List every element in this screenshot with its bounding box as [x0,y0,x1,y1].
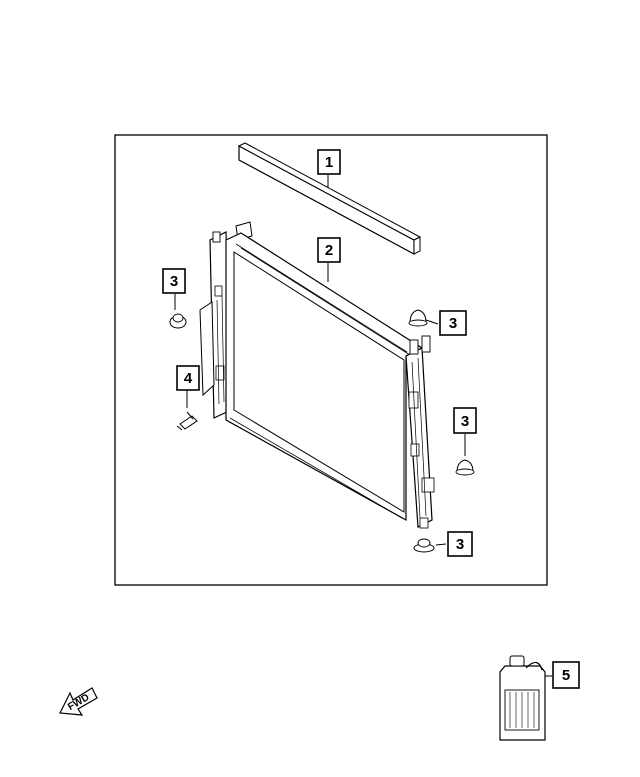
fwd-arrow-icon: FWD [59,687,98,716]
coolant-jug[interactable] [499,655,546,741]
callout-3-lower-right-label: 3 [456,536,464,553]
leader-lines [174,175,552,677]
callout-3-upper-right[interactable]: 3 [439,310,467,336]
diagram-frame [114,134,548,586]
callout-5[interactable]: 5 [552,661,580,689]
callout-2-label: 2 [325,242,333,259]
isolator-left[interactable] [169,313,187,329]
callout-1[interactable]: 1 [317,149,341,175]
callout-3-left[interactable]: 3 [162,268,186,294]
callout-1-label: 1 [325,154,333,171]
callout-3-left-label: 3 [170,273,178,290]
isolator-lower-right[interactable] [413,538,435,553]
callout-3-mid-right-label: 3 [461,413,469,430]
radiator[interactable] [199,221,435,529]
callout-3-upper-right-label: 3 [449,315,457,332]
callout-4-label: 4 [184,370,193,387]
callout-3-lower-right[interactable]: 3 [447,531,473,557]
isolator-mid-right[interactable] [455,459,475,476]
callout-3-mid-right[interactable]: 3 [453,407,477,434]
callout-5-label: 5 [562,667,570,684]
callout-2[interactable]: 2 [317,237,341,263]
callout-4[interactable]: 4 [176,365,200,391]
radiator-seal[interactable] [237,142,422,256]
drain-cock[interactable] [176,411,198,431]
isolator-upper-right[interactable] [408,309,428,327]
